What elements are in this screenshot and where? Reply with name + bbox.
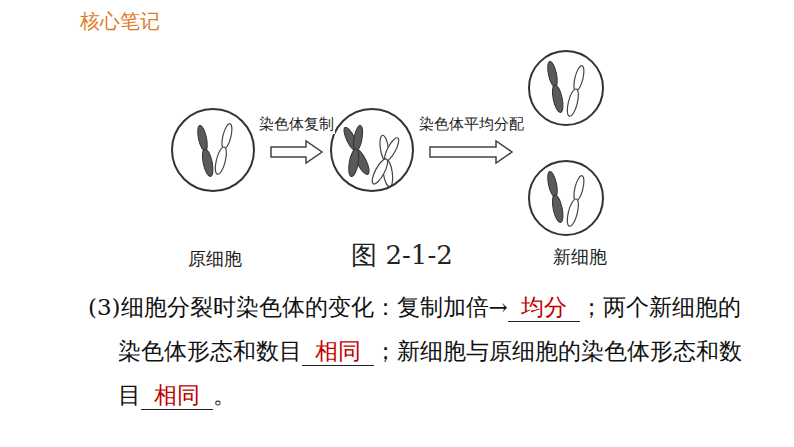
block-arrow (430, 141, 512, 163)
answer-blank: 相同 (302, 337, 374, 366)
figure-caption: 图 2-1-2 (351, 238, 452, 273)
cell-circle (330, 108, 414, 192)
note-text: (3)细胞分裂时染色体的变化：复制加倍→ (88, 294, 508, 320)
cell-label: 新细胞 (553, 245, 607, 269)
answer-blank: 均分 (508, 293, 580, 322)
note-text: 。 (213, 382, 236, 408)
cell-circle: 原细胞 (171, 108, 255, 192)
block-arrow (271, 141, 322, 163)
header-title: 核心笔记 (80, 8, 160, 35)
new-cells-group: 新细胞 (520, 40, 640, 272)
arrow-label: 染色体平均分配 (418, 115, 525, 134)
answer-blank: 相同 (141, 381, 213, 410)
note-paragraph: (3)细胞分裂时染色体的变化：复制加倍→均分；两个新细胞的染色体形态和数目相同；… (88, 285, 758, 417)
cell-label: 原细胞 (188, 247, 242, 271)
arrow-label: 染色体复制 (258, 115, 335, 134)
